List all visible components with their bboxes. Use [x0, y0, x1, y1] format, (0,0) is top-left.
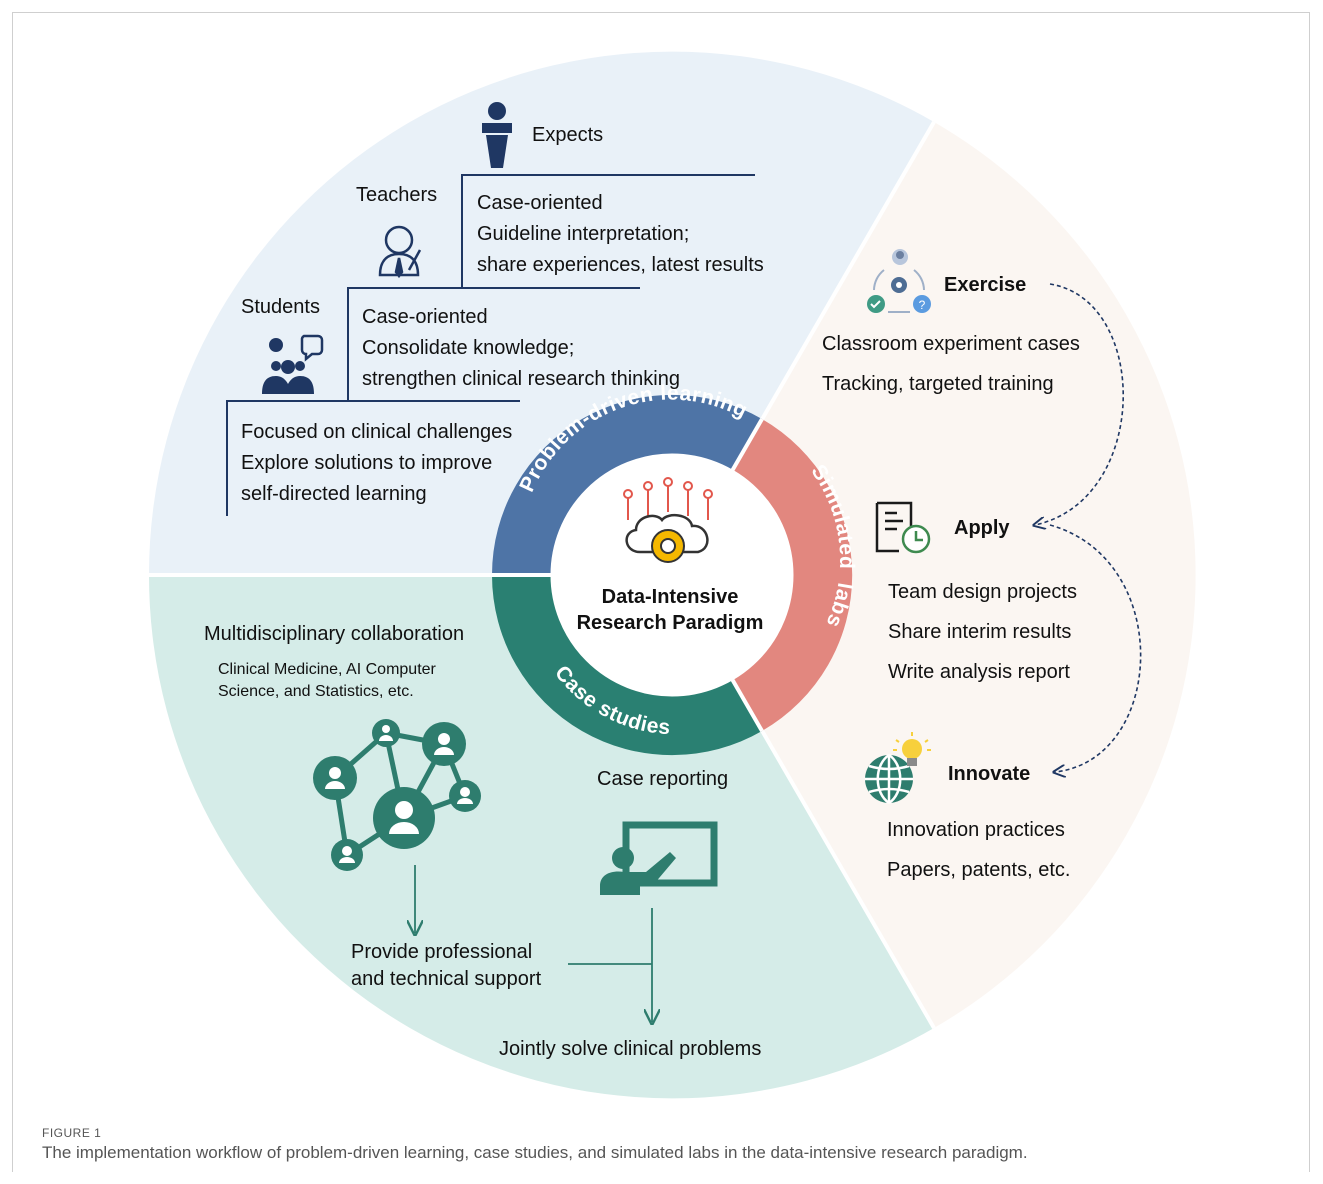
arrow-apply-to-innovate [1049, 524, 1142, 772]
innovate-line-2: Papers, patents, etc. [887, 859, 1071, 881]
ring-segment-simulated [732, 419, 853, 731]
presentation-icon [600, 821, 718, 895]
jointly-solve-label: Jointly solve clinical problems [499, 1038, 762, 1060]
center-title-line1: Data-Intensive [601, 586, 739, 608]
expects-line-3: share experiences, latest results [477, 254, 764, 276]
brain-gear-icon [623, 477, 713, 563]
figure-frame [12, 12, 1310, 1172]
students-icon [262, 334, 324, 394]
multidisciplinary-title: Multidisciplinary collaboration [204, 623, 465, 645]
exercise-title: Exercise [944, 274, 1027, 296]
apply-title: Apply [954, 517, 1010, 539]
expects-line-2: Guideline interpretation; [477, 223, 690, 245]
exercise-line-2: Tracking, targeted training [822, 373, 1054, 395]
case-reporting-label: Case reporting [597, 768, 729, 790]
students-line-1: Focused on clinical challenges [241, 421, 513, 443]
exercise-line-1: Classroom experiment cases [822, 333, 1080, 355]
innovate-title: Innovate [948, 763, 1031, 785]
teachers-label: Teachers [356, 184, 438, 206]
podium-icon [482, 102, 512, 168]
teacher-icon [378, 225, 422, 279]
multidisciplinary-sub-1: Clinical Medicine, AI Computer [218, 661, 436, 678]
students-label: Students [241, 296, 320, 318]
innovate-line-1: Innovation practices [887, 819, 1065, 841]
document-clock-icon [875, 501, 931, 554]
students-line-3: self-directed learning [241, 483, 427, 505]
teachers-line-3: strengthen clinical research thinking [362, 368, 680, 390]
globe-bulb-icon [865, 732, 931, 805]
expects-label: Expects [532, 124, 604, 146]
support-line-2: and technical support [351, 968, 542, 990]
multidisciplinary-sub-2: Science, and Statistics, etc. [218, 683, 414, 700]
apply-line-2: Share interim results [888, 621, 1072, 643]
expects-line-1: Case-oriented [477, 192, 603, 214]
students-line-2: Explore solutions to improve [241, 452, 493, 474]
teachers-line-1: Case-oriented [362, 306, 488, 328]
figure-caption: The implementation workflow of problem-d… [42, 1143, 1028, 1162]
sector-right [672, 122, 1196, 1028]
teachers-line-2: Consolidate knowledge; [362, 337, 575, 359]
center-title-line2: Research Paradigm [576, 612, 764, 634]
svg-text:?: ? [919, 298, 926, 312]
cycle-icon: ? [867, 249, 931, 313]
staircase-lines [226, 174, 755, 516]
network-icon [313, 719, 481, 871]
apply-line-1: Team design projects [888, 581, 1077, 603]
arrow-exercise-to-apply [1035, 283, 1125, 525]
center-title: Data-Intensive Research Paradigm [560, 584, 780, 636]
apply-line-3: Write analysis report [888, 661, 1070, 683]
support-line-1: Provide professional [351, 941, 533, 963]
figure-label: FIGURE 1 [42, 1126, 102, 1140]
